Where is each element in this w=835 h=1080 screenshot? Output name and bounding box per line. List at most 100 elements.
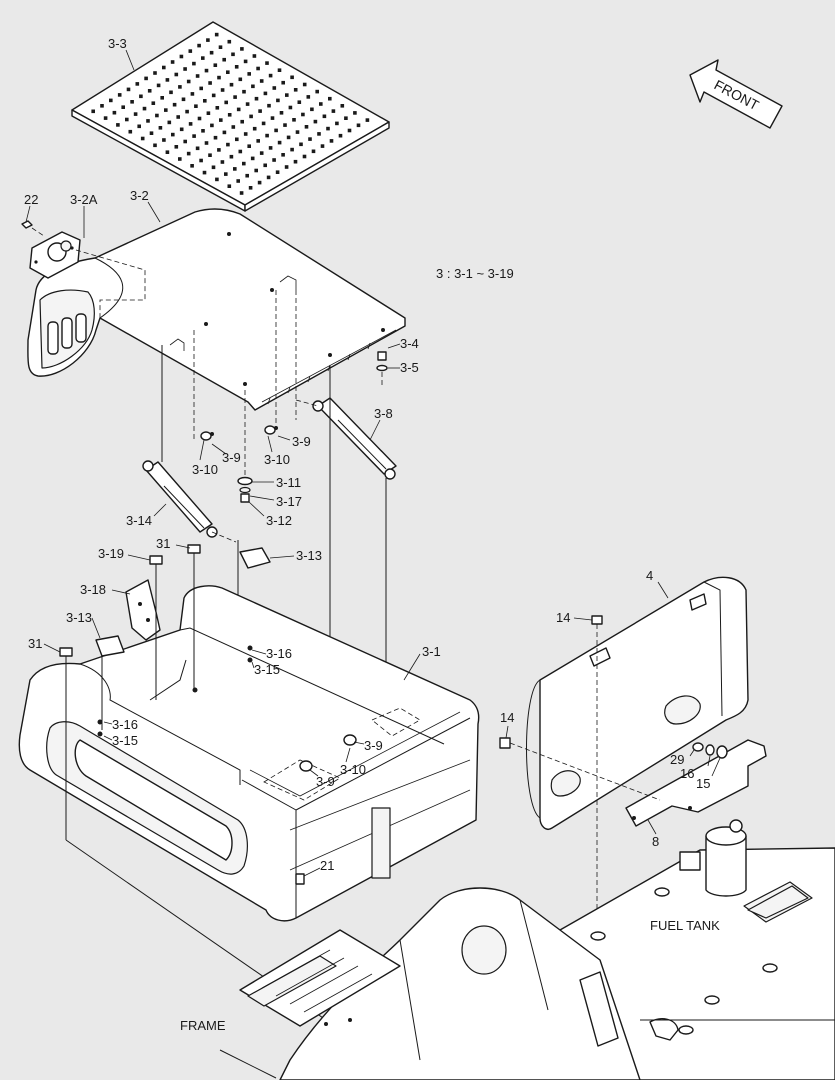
mat-hole [195,146,200,151]
mat-hole [174,145,179,149]
mat-hole [162,138,166,142]
label-3-16-b: 3-16 [112,717,138,732]
mat-hole [279,111,284,115]
mat-hole [172,102,177,107]
mat-hole [112,110,117,115]
mat-hole [238,77,243,82]
mat-hole [130,100,134,104]
mat-hole [179,127,184,132]
mat-hole [233,167,237,171]
label-frame: FRAME [180,1018,226,1033]
mat-hole [186,151,191,156]
label-3-9-d: 3-9 [316,774,335,789]
mat-hole [211,93,216,98]
mat-hole [236,179,240,183]
fasteners-mid [200,425,278,503]
mat-hole [268,73,273,78]
mat-hole [320,144,325,148]
mat-hole [224,100,228,105]
mat-hole [365,118,370,122]
mat-hole [117,93,122,97]
mat-hole [259,79,264,83]
mat-hole [353,111,357,115]
mat-hole [277,68,282,72]
mat-hole [181,97,186,102]
mat-hole [254,96,259,101]
mat-hole [137,124,141,129]
latch-assembly [21,220,146,320]
mat-hole [151,101,156,105]
mat-hole [242,161,246,166]
mat-hole [204,141,209,145]
mat-hole [125,117,129,122]
mat-hole [190,164,194,168]
mat-hole [238,149,243,154]
perforated-mat [71,21,390,212]
label-3-13-b: 3-13 [66,610,92,625]
mat-hole [222,130,227,135]
mat-hole [211,165,216,170]
mat-hole [199,158,203,163]
mat-hole [128,129,133,134]
mat-hole [290,147,294,152]
mat-hole [242,89,246,94]
mat-hole [217,148,221,152]
mat-hole [158,126,163,130]
mat-hole [240,119,244,124]
label-3-18: 3-18 [80,582,106,597]
label-14-b: 14 [500,710,514,725]
label-3-10-c: 3-10 [340,762,366,777]
mat-hole [201,129,205,133]
label-3-10-b: 3-10 [264,452,290,467]
mat-hole [210,123,214,128]
mat-hole [268,146,273,150]
mat-hole [347,128,352,133]
mat-hole [272,86,277,90]
mat-hole [121,105,125,109]
mat-hole [317,132,321,136]
mat-hole [206,111,211,115]
mat-hole [256,66,260,71]
mat-hole [208,153,212,157]
label-3-15-b: 3-15 [112,733,138,748]
mat-hole [218,45,223,49]
mat-hole [263,91,268,96]
mat-hole [283,123,287,127]
label-3-5: 3-5 [400,360,419,375]
mat-hole [126,87,131,92]
mat-hole [284,165,289,169]
mat-hole [356,123,361,128]
label-4: 4 [646,568,653,583]
mat-hole [304,125,309,129]
label-3-9-b: 3-9 [292,434,311,449]
mat-hole [302,82,307,87]
label-31-b: 31 [28,636,42,651]
label-3-14: 3-14 [126,513,152,528]
mat-hole [204,68,209,73]
mat-hole [174,72,179,77]
mat-hole [147,89,152,93]
label-3-16-a: 3-16 [266,646,292,661]
mat-hole [335,121,339,126]
mat-hole [227,39,232,44]
mat-hole [299,142,303,147]
mat-hole [165,78,170,82]
label-3-11: 3-11 [276,475,301,490]
label-3-10-a: 3-10 [192,462,218,477]
mat-hole [290,75,294,80]
mat-hole [206,38,210,42]
mat-hole [91,109,95,114]
mat-hole [190,92,195,96]
mat-hole [192,134,196,138]
mat-hole [286,135,291,140]
mat-hole [179,54,184,59]
label-fuel-tank: FUEL TANK [650,918,720,933]
label-21: 21 [320,858,334,873]
mat-hole [288,105,293,110]
label-3-2: 3-2 [130,188,149,203]
mat-hole [202,170,207,175]
mat-hole [201,56,205,60]
mat-hole [293,159,298,164]
mat-hole [215,106,220,110]
